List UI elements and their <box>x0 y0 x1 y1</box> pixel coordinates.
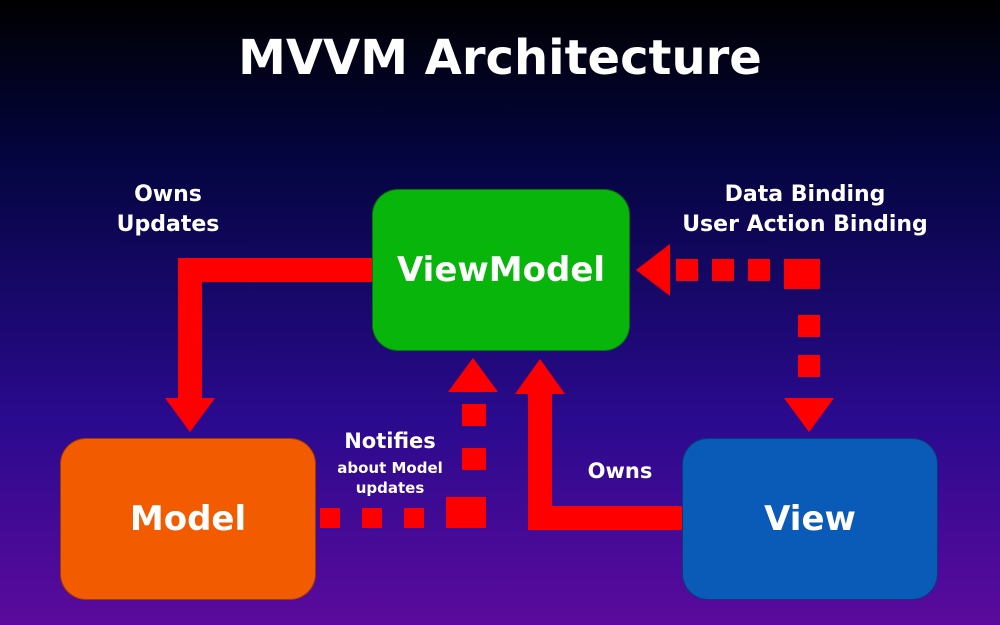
label-updates: Updates <box>116 212 220 237</box>
arrow-view-to-viewmodel-owns <box>515 359 682 530</box>
label-about-model: about Model <box>337 459 443 477</box>
label-binding: Data Binding User Action Binding <box>650 180 960 240</box>
label-notifies: Notifies <box>344 429 436 453</box>
arrow-binding-viewmodel-view <box>636 244 834 432</box>
arrow-model-to-viewmodel-notifies <box>320 358 498 528</box>
label-owns-updates: Owns Updates <box>88 180 248 240</box>
label-user-action-binding: User Action Binding <box>682 212 928 237</box>
label-updates-sub: updates <box>355 479 425 497</box>
label-notifies-detail: about Model updates <box>318 458 462 498</box>
page-title: MVVM Architecture <box>238 30 762 86</box>
model-node: Model <box>60 438 316 600</box>
viewmodel-node: ViewModel <box>372 189 630 351</box>
label-owns: Owns <box>134 182 202 207</box>
label-data-binding: Data Binding <box>724 182 886 207</box>
view-node: View <box>682 438 938 600</box>
arrow-viewmodel-to-model <box>165 258 372 432</box>
label-view-owns: Owns <box>587 459 653 483</box>
